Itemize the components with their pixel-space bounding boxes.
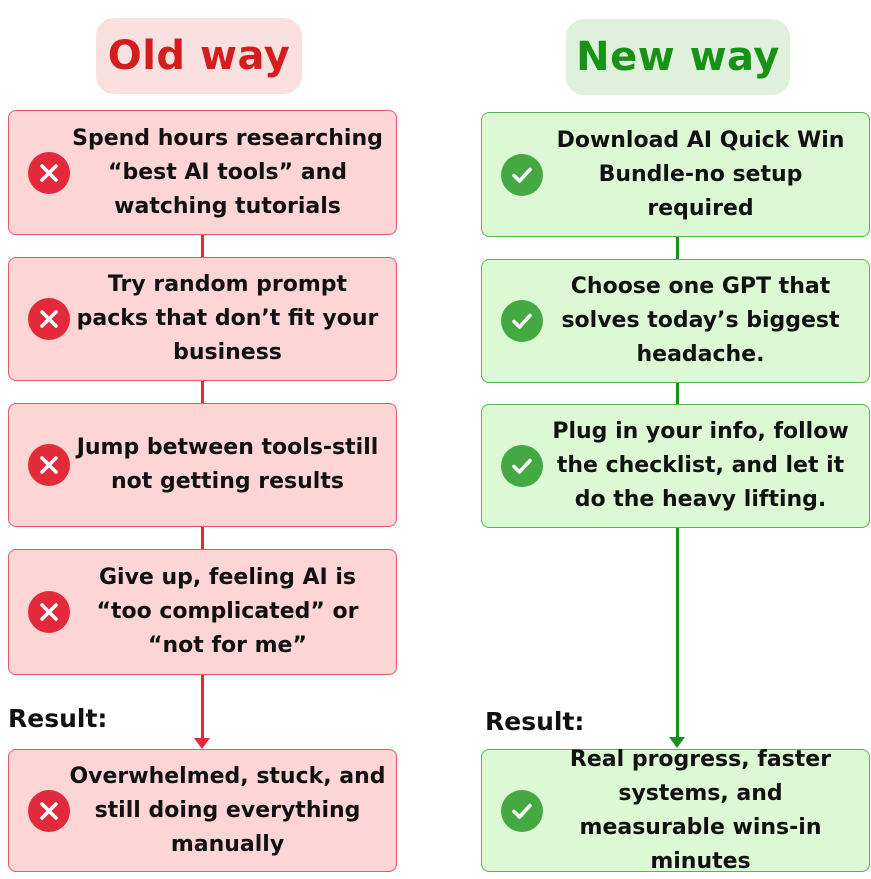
old-way-step-text: Give up, feeling AI is “too complicated”… (96, 565, 359, 658)
old-way-arrowhead (194, 738, 210, 749)
new-way-step-text: Download AI Quick Win Bundle-no setup re… (556, 127, 845, 221)
new-way-result-box: Real progress, faster systems, and measu… (481, 747, 870, 874)
old-way-connector (201, 380, 204, 405)
x-circle-icon (28, 591, 70, 633)
old-way-step-text: Try random prompt packs that don’t fit y… (76, 272, 379, 365)
old-way-connector (201, 674, 204, 740)
check-circle-icon (501, 300, 543, 342)
old-way-step: Give up, feeling AI is “too complicated”… (8, 549, 397, 675)
old-way-step-text: Jump between tools-still not getting res… (76, 435, 379, 494)
new-way-result-label: Result: (485, 707, 585, 736)
old-way-step: Try random prompt packs that don’t fit y… (8, 257, 397, 381)
old-way-step-text: Spend hours researching “best AI tools” … (72, 125, 383, 219)
x-circle-icon (28, 298, 70, 340)
new-way-arrowhead (669, 737, 685, 748)
new-way-step-text: Choose one GPT that solves today’s bigge… (561, 274, 840, 367)
new-way-connector (676, 526, 679, 739)
check-circle-icon (501, 789, 543, 832)
old-way-connector (201, 526, 204, 551)
old-way-step: Spend hours researching “best AI tools” … (8, 110, 397, 235)
x-circle-icon (28, 444, 70, 486)
x-circle-icon (28, 151, 70, 194)
old-way-result-text: Overwhelmed, stuck, and still doing ever… (69, 763, 386, 857)
check-circle-icon (501, 445, 543, 487)
check-circle-icon (501, 153, 543, 196)
old-way-title: Old way (96, 18, 302, 94)
old-way-result-label: Result: (8, 704, 108, 733)
new-way-title: New way (566, 19, 790, 95)
new-way-step: Choose one GPT that solves today’s bigge… (481, 259, 870, 383)
new-way-connector (676, 236, 679, 261)
x-circle-icon (28, 789, 70, 832)
new-way-step-text: Plug in your info, follow the checklist,… (552, 419, 849, 512)
new-way-result-text: Real progress, faster systems, and measu… (569, 746, 832, 874)
new-way-step: Download AI Quick Win Bundle-no setup re… (481, 112, 870, 237)
old-way-connector (201, 234, 204, 259)
old-way-step: Jump between tools-still not getting res… (8, 403, 397, 527)
old-way-result-box: Overwhelmed, stuck, and still doing ever… (8, 749, 397, 872)
new-way-step: Plug in your info, follow the checklist,… (481, 404, 870, 528)
new-way-connector (676, 381, 679, 406)
